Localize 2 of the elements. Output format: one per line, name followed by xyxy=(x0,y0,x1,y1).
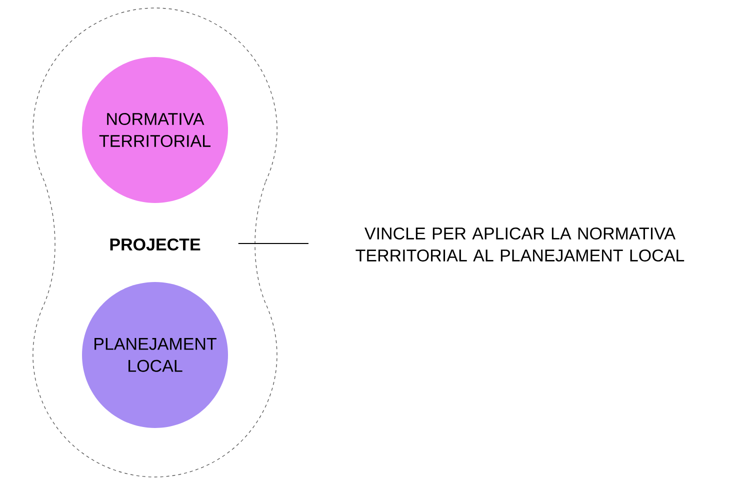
annotation-text: VINCLE PER APLICAR LA NORMATIVA TERRITORIAL AL PLANEJAMENT LOCAL xyxy=(356,227,684,262)
leader-line xyxy=(238,243,309,244)
